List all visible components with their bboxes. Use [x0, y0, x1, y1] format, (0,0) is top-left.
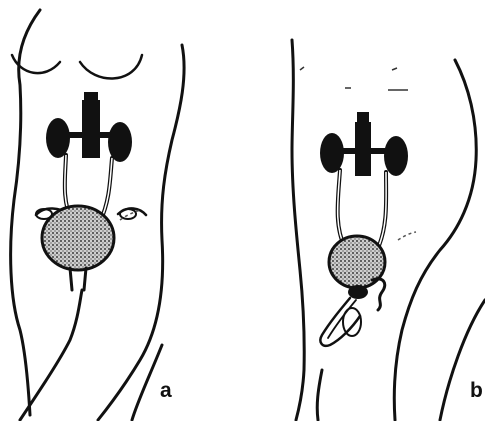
panel-a-female-figure: a	[11, 10, 184, 420]
panel-b-penis-outline	[320, 298, 360, 346]
panel-b-aorta-top	[357, 112, 369, 124]
panel-b-inner-leg-outline	[317, 370, 322, 420]
panel-a-label: a	[160, 379, 172, 402]
panel-a-aorta-top	[84, 92, 98, 102]
panel-b-left-body-outline	[292, 40, 304, 420]
panel-b-right-leg-outline	[440, 300, 485, 420]
panel-b-chest-marks	[300, 67, 408, 90]
panel-b-label: b	[470, 379, 483, 402]
panel-b-right-body-outline	[394, 60, 476, 420]
panel-b-male-figure: b	[292, 40, 485, 420]
panel-a-aorta	[82, 100, 100, 158]
panel-b-renal-vessels	[340, 148, 388, 154]
panel-b-testis	[343, 308, 361, 336]
panel-a-right-kidney	[108, 122, 132, 162]
panel-a-inner-leg-outline	[132, 345, 162, 420]
panel-b-right-kidney	[384, 136, 408, 176]
panel-a-right-ovary	[120, 209, 136, 219]
panel-b-dashed-mark	[398, 232, 416, 240]
panel-b-prostate	[348, 285, 368, 299]
panel-a-breast-right	[80, 55, 142, 78]
panel-a-renal-vessels	[66, 132, 112, 138]
panel-a-bladder	[42, 206, 114, 270]
